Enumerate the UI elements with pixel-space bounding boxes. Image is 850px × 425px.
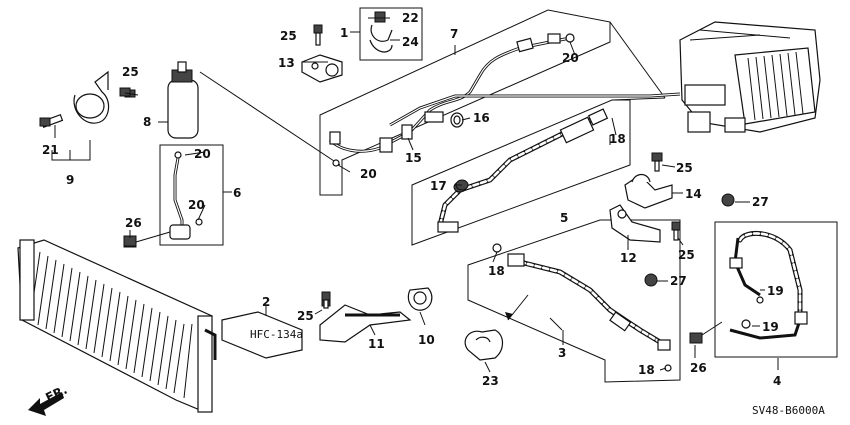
callout-12: 12 [620, 251, 637, 265]
nut-27-upper [721, 193, 735, 207]
callout-25-receiver: 25 [122, 65, 139, 79]
callout-23: 23 [482, 374, 499, 388]
group-frame-5 [411, 99, 631, 246]
bolt-25-right-lower [671, 221, 681, 241]
diagram-code: SV48-B6000A [752, 404, 825, 417]
callout-21: 21 [42, 143, 59, 157]
label-plate-2: HFC-134a [221, 311, 303, 359]
callout-18-upper: 18 [609, 132, 626, 146]
o-ring-20-top [565, 33, 575, 43]
group-frame-4 [714, 221, 838, 358]
callout-25-middle: 25 [297, 309, 314, 323]
bracket-13 [301, 54, 343, 83]
suction-hose-5 [437, 108, 609, 233]
callout-10: 10 [418, 333, 435, 347]
pipe-assembly-7 [328, 33, 681, 153]
bolt-26-right [689, 321, 723, 344]
callout-3: 3 [558, 346, 566, 360]
o-ring-20-left [332, 159, 340, 167]
callout-27-lower: 27 [670, 274, 687, 288]
group-frame-6 [159, 144, 224, 246]
leader-line-evap [609, 21, 666, 99]
callout-25-right-lower: 25 [678, 248, 695, 262]
callout-22: 22 [402, 11, 419, 25]
callout-20-left: 20 [360, 167, 377, 181]
bracket-12 [609, 204, 661, 243]
leader-line-hose5 [611, 97, 666, 101]
callout-4: 4 [773, 374, 781, 388]
callout-16: 16 [473, 111, 490, 125]
callout-20-pipe6: 20 [188, 198, 205, 212]
pipe-4 [729, 230, 808, 340]
group-frame-3 [467, 219, 681, 383]
callout-20-top: 20 [562, 51, 579, 65]
label-plate-text: HFC-134a [250, 328, 303, 341]
callout-15: 15 [405, 151, 422, 165]
o-ring-16 [450, 112, 464, 128]
bolt-21 [39, 117, 51, 127]
callout-1: 1 [340, 26, 348, 40]
callout-24: 24 [402, 35, 419, 49]
callout-2: 2 [262, 295, 270, 309]
bracket-14 [624, 173, 673, 209]
callout-17: 17 [430, 179, 447, 193]
clamp-23 [464, 329, 504, 361]
callout-18-lower: 18 [638, 363, 655, 377]
callout-13: 13 [278, 56, 295, 70]
clamp-22-24 [369, 11, 393, 53]
callout-25-right-upper: 25 [676, 161, 693, 175]
condenser [17, 239, 217, 413]
bolt-25-receiver [119, 87, 131, 97]
callout-6: 6 [233, 186, 241, 200]
callout-7: 7 [450, 27, 458, 41]
callout-5: 5 [560, 211, 568, 225]
callout-11: 11 [368, 337, 385, 351]
bolt-25-top [313, 24, 323, 46]
leader-line-receiver [199, 71, 341, 166]
callout-26-left: 26 [125, 216, 142, 230]
callout-8: 8 [143, 115, 151, 129]
callout-26-right: 26 [690, 361, 707, 375]
callout-9: 9 [66, 173, 74, 187]
evaporator-unit [679, 21, 821, 133]
callout-19-upper: 19 [767, 284, 784, 298]
fitting-15 [401, 124, 413, 140]
callout-20-receiver: 20 [194, 147, 211, 161]
callout-18-middle: 18 [488, 264, 505, 278]
nut-27-lower [644, 273, 658, 287]
receiver-dryer-8 [167, 61, 199, 139]
leader-lines [51, 17, 779, 373]
group-frame-1 [359, 7, 423, 61]
discharge-hose-3 [492, 243, 672, 372]
group-frame-7 [319, 9, 611, 196]
front-direction-arrow: FR. [28, 383, 69, 416]
clamp-10 [407, 287, 433, 311]
pipe-11 [319, 297, 412, 343]
callout-25-top: 25 [280, 29, 297, 43]
callout-19-lower: 19 [762, 320, 779, 334]
bolt-25-middle [321, 291, 331, 309]
callout-27-upper: 27 [752, 195, 769, 209]
bolt-25-right-upper [651, 152, 663, 172]
callout-labels: 1 2 3 4 5 6 7 8 9 10 11 12 13 14 15 16 1… [42, 11, 784, 388]
receiver-bracket-9 [40, 70, 136, 129]
callout-14: 14 [685, 187, 702, 201]
